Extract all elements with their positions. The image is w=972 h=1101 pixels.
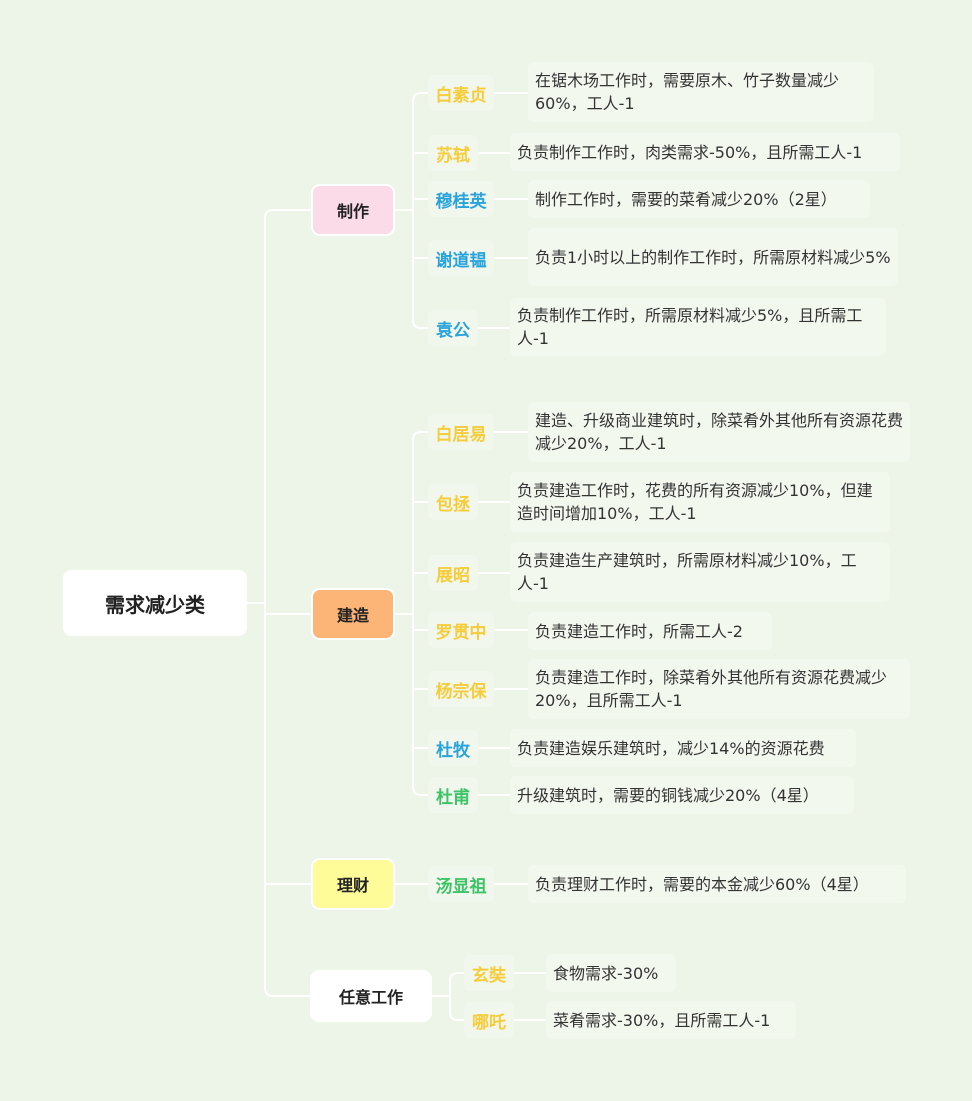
person-node-luoguanzhong[interactable]: 罗贯中 bbox=[428, 612, 494, 648]
person-node-yuangong[interactable]: 袁公 bbox=[428, 310, 478, 346]
person-node-nezha[interactable]: 哪吒 bbox=[464, 1002, 514, 1038]
category-node-jianzao[interactable]: 建造 bbox=[311, 588, 395, 640]
person-node-baijuyi[interactable]: 白居易 bbox=[428, 414, 494, 450]
desc-node: 升级建筑时，需要的铜钱减少20%（4星） bbox=[510, 776, 854, 814]
root-node[interactable]: 需求减少类 bbox=[63, 570, 247, 636]
desc-node: 负责建造工作时，除菜肴外其他所有资源花费减少20%，且所需工人-1 bbox=[528, 659, 910, 719]
category-connector-branch bbox=[412, 92, 428, 102]
desc-node: 负责1小时以上的制作工作时，所需原材料减少5% bbox=[528, 228, 898, 286]
person-node-zhanzhao[interactable]: 展昭 bbox=[428, 555, 478, 591]
desc-node: 负责理财工作时，需要的本金减少60%（4星） bbox=[528, 865, 906, 903]
person-node-baisuzhen[interactable]: 白素贞 bbox=[428, 75, 494, 111]
person-node-xuanzang[interactable]: 玄奘 bbox=[464, 955, 514, 991]
desc-node: 负责制作工作时，肉类需求-50%，且所需工人-1 bbox=[510, 133, 900, 171]
person-node-baozheng[interactable]: 包拯 bbox=[428, 484, 478, 520]
desc-node: 负责制作工作时，所需原材料减少5%，且所需工人-1 bbox=[510, 298, 886, 356]
category-connector-branch bbox=[449, 1011, 464, 1021]
desc-node: 负责建造娱乐建筑时，减少14%的资源花费 bbox=[510, 729, 856, 767]
category-connector-branch bbox=[412, 786, 428, 796]
root-connector-branch bbox=[264, 987, 310, 997]
category-connector-branch bbox=[449, 972, 464, 982]
person-node-sushi[interactable]: 苏轼 bbox=[428, 135, 478, 171]
person-node-dumu[interactable]: 杜牧 bbox=[428, 730, 478, 766]
person-node-dufu[interactable]: 杜甫 bbox=[428, 777, 478, 813]
desc-node: 负责建造工作时，所需工人-2 bbox=[528, 612, 772, 650]
person-node-muguiying[interactable]: 穆桂英 bbox=[428, 181, 494, 217]
desc-node: 负责建造生产建筑时，所需原材料减少10%，工人-1 bbox=[510, 542, 890, 602]
category-connector-branch bbox=[412, 319, 428, 329]
desc-node: 食物需求-30% bbox=[546, 954, 676, 992]
person-node-tangxianzu[interactable]: 汤显祖 bbox=[428, 866, 494, 902]
root-connector-branch bbox=[264, 209, 311, 219]
desc-node: 负责建造工作时，花费的所有资源减少10%，但建造时间增加10%，工人-1 bbox=[510, 472, 890, 532]
person-node-xiedaoyun[interactable]: 谢道韫 bbox=[428, 240, 494, 276]
category-connector-branch bbox=[412, 431, 428, 441]
desc-node: 在锯木场工作时，需要原木、竹子数量减少60%，工人-1 bbox=[528, 62, 874, 122]
desc-node: 建造、升级商业建筑时，除菜肴外其他所有资源花费减少20%，工人-1 bbox=[528, 402, 910, 462]
person-node-yangzongbao[interactable]: 杨宗保 bbox=[428, 671, 494, 707]
category-node-zhizuo[interactable]: 制作 bbox=[311, 184, 395, 236]
category-node-licai[interactable]: 理财 bbox=[311, 858, 395, 910]
category-node-renyigongzuo[interactable]: 任意工作 bbox=[310, 970, 432, 1022]
desc-node: 菜肴需求-30%，且所需工人-1 bbox=[546, 1001, 796, 1039]
desc-node: 制作工作时，需要的菜肴减少20%（2星） bbox=[528, 180, 870, 218]
